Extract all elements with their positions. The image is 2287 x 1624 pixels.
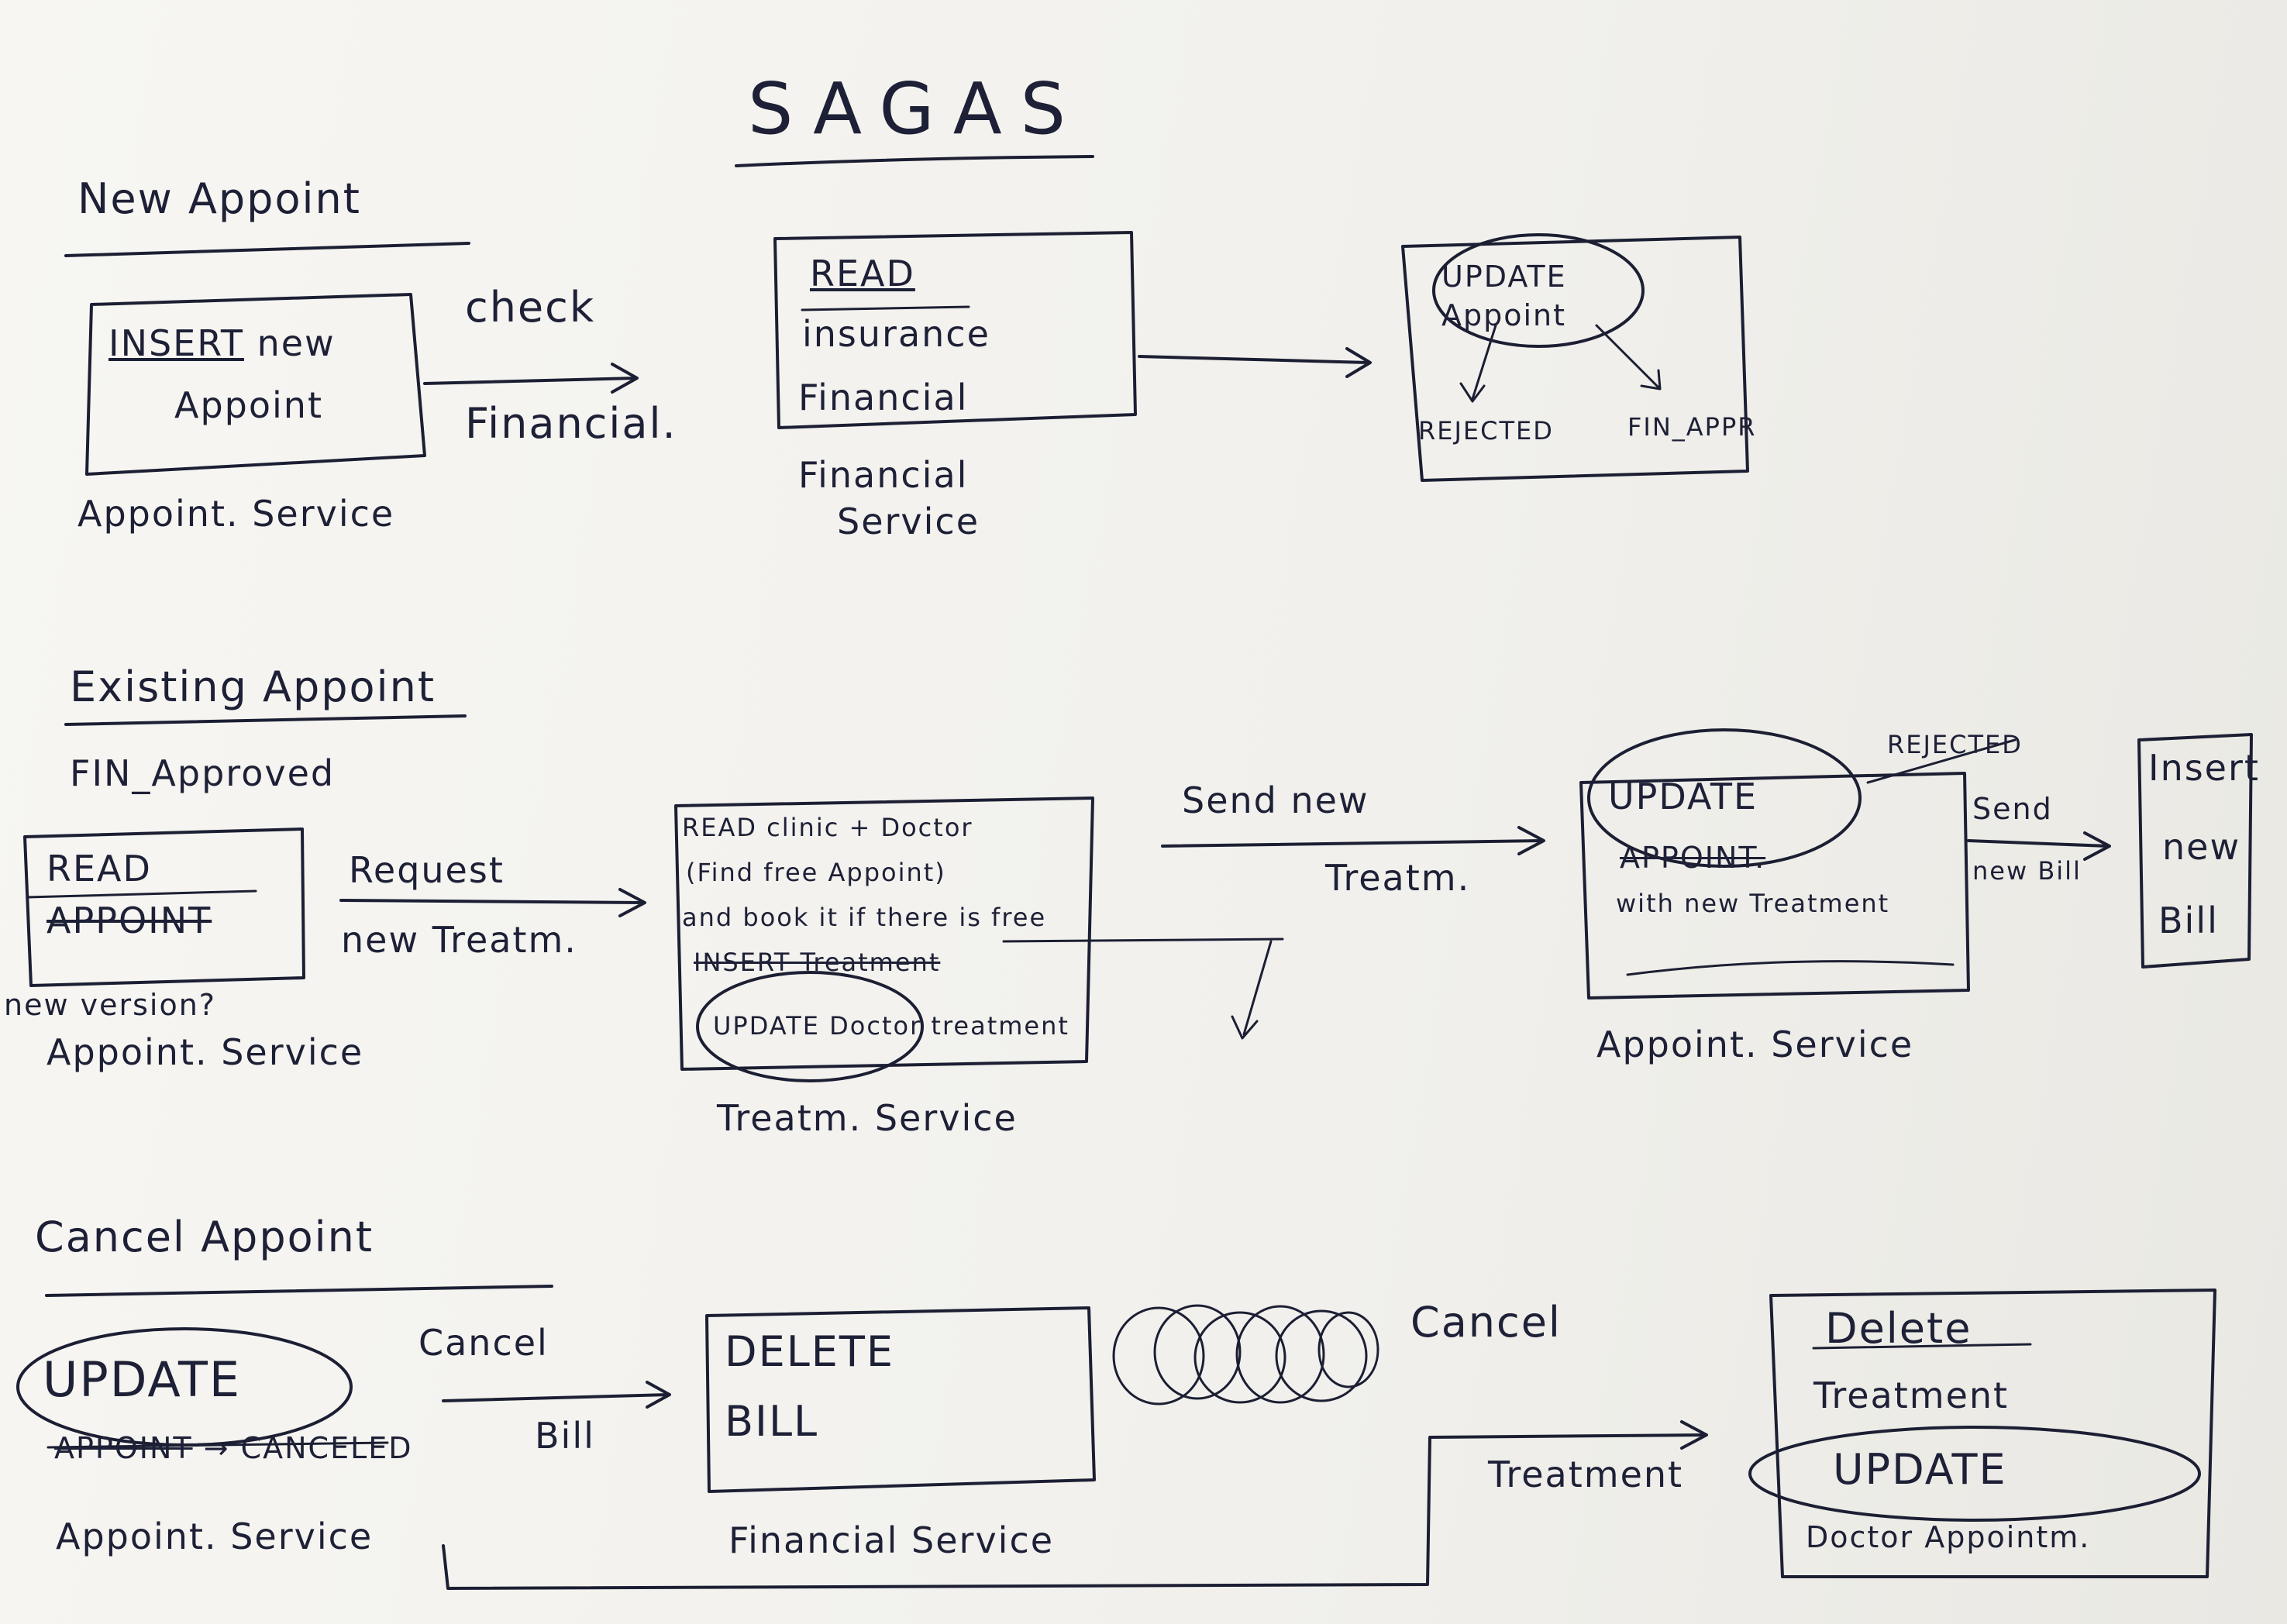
- rejected-label-2: REJECTED: [1887, 730, 2023, 759]
- insurance-label: insurance: [802, 313, 990, 355]
- update-appoint-circle-2: [1587, 728, 1862, 868]
- arrow-label-new-treatm: new Treatm.: [341, 919, 577, 961]
- fin-approved-label: FIN_Approved: [70, 752, 336, 794]
- insert-new-label: INSERT new: [108, 322, 336, 364]
- update-label-2: UPDATE: [1608, 776, 1758, 817]
- arrow-label-request: Request: [349, 849, 505, 891]
- fin-appr-label: FIN_APPR: [1627, 412, 1757, 442]
- appoint-label-3: APPOINT.: [1620, 841, 1766, 875]
- financial-service-label-2: Financial Service: [728, 1519, 1055, 1561]
- appoint-canceled-label: APPOINT → CANCELED: [54, 1431, 413, 1465]
- read-label-2: READ: [46, 848, 152, 889]
- arrow-label-check: check: [465, 283, 596, 332]
- with-new-treatment-label: with new Treatment: [1616, 889, 1890, 918]
- scribble: [1112, 1304, 1379, 1406]
- new-version-note: new version?: [4, 988, 216, 1022]
- title-underline: [735, 155, 1094, 167]
- arrow-label-new-bill: new Bill: [1972, 856, 2082, 886]
- update-appoint-circle: [1432, 233, 1645, 348]
- new-appoint-heading: New Appoint: [77, 174, 361, 223]
- existing-appoint-heading: Existing Appoint: [70, 662, 436, 711]
- appoint-label-1: Appoint: [1441, 298, 1567, 332]
- book-it-label: and book it if there is free: [682, 903, 1047, 932]
- new-appoint-heading-underline: [64, 242, 470, 257]
- appoint-service-label-4: Appoint. Service: [56, 1516, 374, 1557]
- new-appoint-box-read: [773, 231, 1137, 429]
- cancel-box-delete-treatment: [1769, 1289, 2216, 1578]
- financial-service-label-line1: Financial: [798, 454, 969, 496]
- existing-box-insert-bill: [2137, 733, 2253, 969]
- arrow-label-treatm: Treatm.: [1325, 857, 1471, 899]
- new-appoint-box-update: [1401, 236, 1749, 482]
- arrow-label-treatment: Treatment: [1488, 1454, 1684, 1495]
- update-label-4: UPDATE: [1833, 1445, 2007, 1494]
- existing-box-read: [23, 827, 305, 987]
- cancel-appoint-heading: Cancel Appoint: [35, 1213, 374, 1261]
- rejected-label-1: REJECTED: [1418, 416, 1554, 446]
- update-doctor-treatment-circle: [696, 971, 924, 1082]
- page-title: SAGAS: [748, 67, 1085, 150]
- find-free-appoint-label: (Find free Appoint): [686, 858, 946, 887]
- arrow-label-financial: Financial.: [465, 399, 677, 448]
- arrow-send-new-treatm: [1161, 826, 1545, 855]
- financial-label: Financial: [798, 377, 969, 418]
- update-doctor-treatment-label: UPDATE Doctor treatment: [713, 1011, 1069, 1041]
- new-label-2: new: [2162, 826, 2241, 868]
- insert-label-2: Insert: [2148, 747, 2260, 789]
- arrow-to-fin-appr: [1595, 324, 1662, 391]
- arrow-label-cancel: Cancel: [418, 1322, 549, 1364]
- new-appoint-box-insert: [85, 293, 426, 476]
- treatm-service-label: Treatm. Service: [717, 1097, 1018, 1139]
- bill-label-3: BILL: [725, 1397, 819, 1446]
- delete-label-2: Delete: [1825, 1304, 1972, 1353]
- bill-label-2: Bill: [2158, 900, 2219, 941]
- existing-heading-underline: [64, 714, 467, 726]
- insert-treatment-label: INSERT Treatment: [694, 948, 941, 977]
- scribble-cancel-label: Cancel: [1410, 1298, 1562, 1347]
- read-label: READ: [810, 253, 915, 294]
- update-doctor-circle: [1748, 1426, 2201, 1522]
- appoint-service-label-2: Appoint. Service: [46, 1031, 364, 1073]
- arrow-cancel-bill: [442, 1381, 671, 1409]
- treatment-label-2: Treatment: [1813, 1375, 2010, 1416]
- arrow-label-send: Send: [1972, 792, 2053, 826]
- doctor-appointm-label: Doctor Appointm.: [1806, 1520, 2091, 1554]
- insert-appoint-label: Appoint: [174, 384, 323, 426]
- appoint-service-label-3: Appoint. Service: [1596, 1024, 1914, 1065]
- arrow-to-rejected: [1459, 324, 1497, 403]
- delete-label: DELETE: [725, 1327, 895, 1376]
- update-label-3: UPDATE: [43, 1351, 242, 1408]
- arrow-label-send-new: Send new: [1182, 779, 1369, 821]
- cancel-box-delete-bill: [705, 1306, 1096, 1493]
- existing-box-treatment: [674, 797, 1094, 1071]
- arrow-request-new-treatm: [339, 888, 646, 917]
- appoint-label-2: APPOINT: [46, 900, 212, 941]
- arrow-cancel-treatment: [442, 1420, 1708, 1590]
- existing-box-update-appoint: [1579, 772, 1970, 1000]
- arrow-to-update-appoint: [1138, 347, 1372, 378]
- financial-service-label-line2: Service: [837, 501, 980, 542]
- arrow-send-new-bill: [1967, 831, 2111, 861]
- update-label-1: UPDATE: [1441, 260, 1567, 294]
- read-clinic-doctor-label: READ clinic + Doctor: [682, 813, 973, 842]
- arrow-label-bill: Bill: [535, 1415, 595, 1457]
- arrow-check-financial: [423, 363, 639, 394]
- appoint-service-label-1: Appoint. Service: [77, 493, 395, 535]
- cancel-heading-underline: [45, 1285, 553, 1297]
